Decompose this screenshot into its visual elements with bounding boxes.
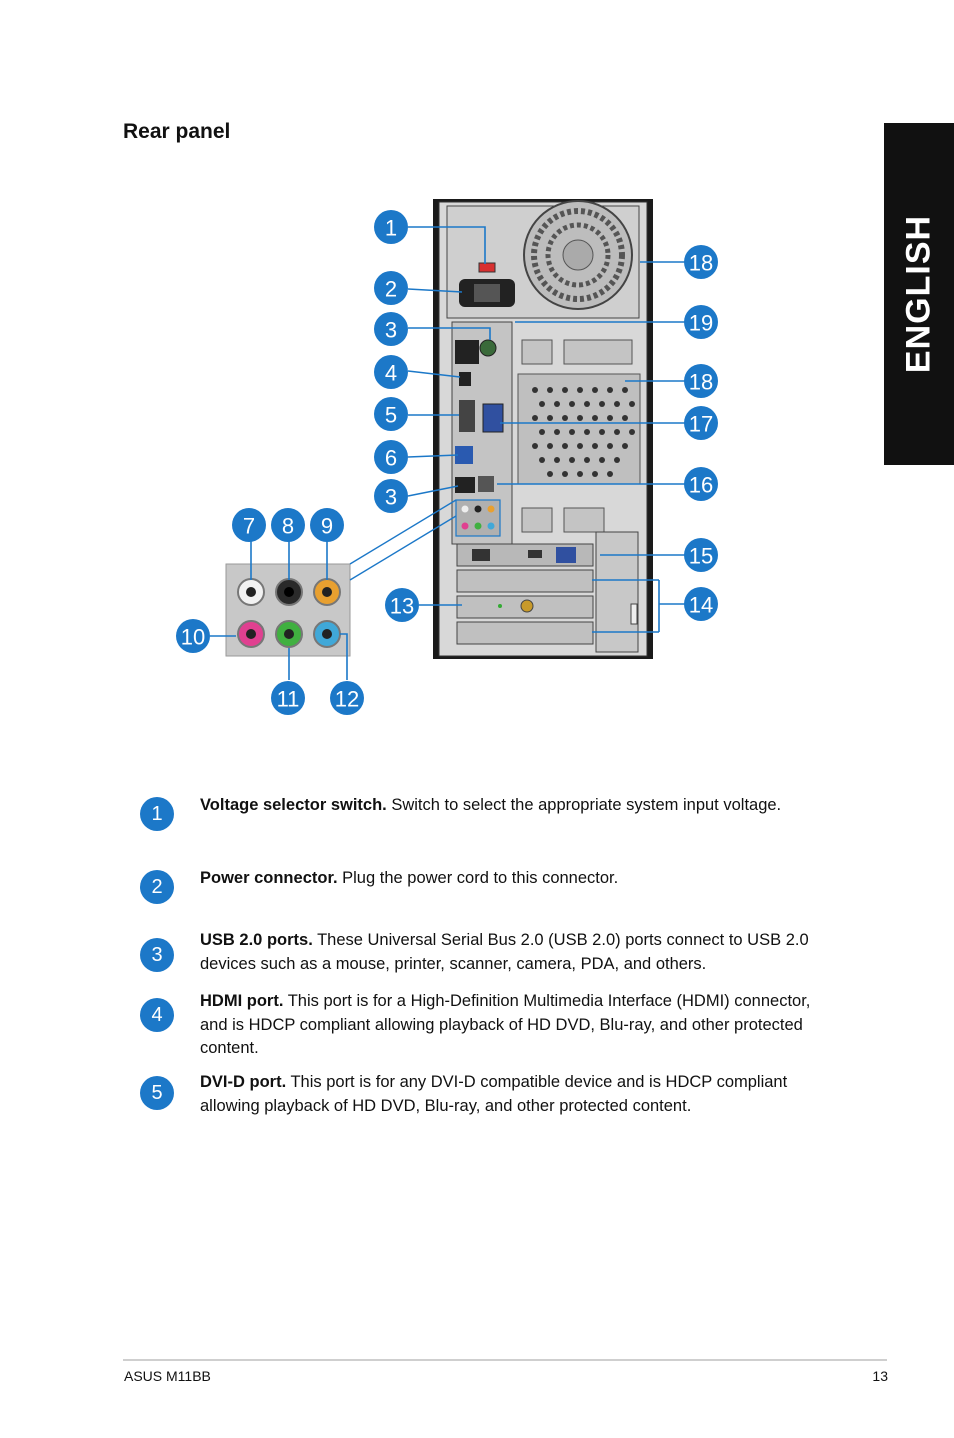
callout-3-bottom: 3 — [374, 479, 408, 513]
section-title: Rear panel — [123, 120, 231, 143]
item-title: DVI-D port. — [200, 1073, 287, 1091]
callout-4: 4 — [374, 355, 408, 389]
svg-text:8: 8 — [282, 514, 294, 539]
callout-18-lower: 18 — [684, 364, 718, 398]
callout-6: 6 — [374, 440, 408, 474]
item-title: HDMI port. — [200, 992, 284, 1010]
page-number: 13 — [872, 1368, 888, 1384]
item-number-badge: 4 — [140, 998, 174, 1032]
item-body: These Universal Serial Bus 2.0 (USB 2.0)… — [200, 931, 809, 973]
svg-text:16: 16 — [689, 473, 713, 498]
rear-panel-diagram: 1 2 3 4 5 6 3 7 8 9 10 11 12 13 14 15 16… — [176, 199, 718, 715]
callout-16: 16 — [684, 467, 718, 501]
callout-13: 13 — [385, 588, 419, 622]
callout-17: 17 — [684, 406, 718, 440]
callout-14: 14 — [684, 587, 718, 621]
item-title: USB 2.0 ports. — [200, 931, 313, 949]
callout-19: 19 — [684, 305, 718, 339]
audio-zoom-panel — [225, 499, 457, 657]
item-body: Plug the power cord to this connector. — [337, 869, 619, 887]
callout-18-upper: 18 — [684, 245, 718, 279]
item-number-badge: 2 — [140, 870, 174, 904]
svg-text:6: 6 — [385, 446, 397, 471]
item-number-badge: 5 — [140, 1076, 174, 1110]
svg-text:12: 12 — [335, 687, 359, 712]
svg-text:15: 15 — [689, 544, 713, 569]
footer-divider — [123, 1359, 887, 1361]
svg-text:5: 5 — [385, 403, 397, 428]
callout-11: 11 — [271, 681, 305, 715]
item-title: Power connector. — [200, 869, 338, 887]
callout-7: 7 — [232, 508, 266, 542]
svg-text:3: 3 — [385, 318, 397, 343]
svg-text:18: 18 — [689, 251, 713, 276]
item-number-badge: 3 — [140, 938, 174, 972]
svg-text:17: 17 — [689, 412, 713, 437]
svg-text:18: 18 — [689, 370, 713, 395]
svg-text:19: 19 — [689, 311, 713, 336]
footer-product: ASUS M11BB — [124, 1368, 211, 1384]
svg-text:11: 11 — [277, 687, 300, 712]
svg-text:1: 1 — [385, 216, 397, 241]
svg-text:14: 14 — [689, 593, 713, 618]
callout-9: 9 — [310, 508, 344, 542]
item-body: Switch to select the appropriate system … — [386, 796, 782, 814]
callout-15: 15 — [684, 538, 718, 572]
callout-2: 2 — [374, 271, 408, 305]
callout-10: 10 — [176, 619, 210, 653]
callout-1: 1 — [374, 210, 408, 244]
svg-text:2: 2 — [385, 277, 397, 302]
item-number-badge: 1 — [140, 797, 174, 831]
item-title: Voltage selector switch. — [200, 796, 387, 814]
item-body: This port is for any DVI-D compatible de… — [200, 1073, 788, 1115]
language-tab: ENGLISH — [884, 123, 954, 465]
item-body: This port is for a High-Definition Multi… — [200, 992, 811, 1057]
leader-lines — [210, 226, 685, 680]
chassis — [433, 199, 653, 659]
svg-text:7: 7 — [243, 514, 255, 539]
svg-text:4: 4 — [385, 361, 397, 386]
callout-12: 12 — [330, 681, 364, 715]
svg-text:10: 10 — [181, 625, 205, 650]
callout-5: 5 — [374, 397, 408, 431]
svg-text:3: 3 — [385, 485, 397, 510]
svg-text:13: 13 — [390, 594, 414, 619]
callout-8: 8 — [271, 508, 305, 542]
callout-3-top: 3 — [374, 312, 408, 346]
svg-text:9: 9 — [321, 514, 333, 539]
